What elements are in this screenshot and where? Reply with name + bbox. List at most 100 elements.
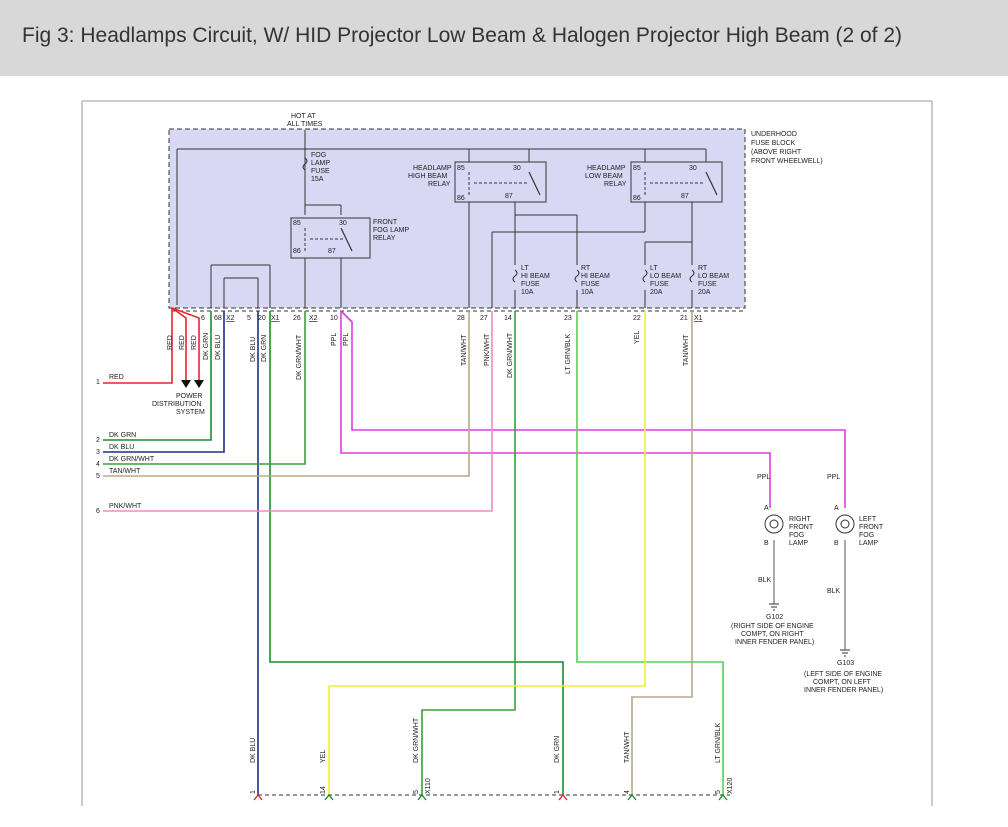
bottom-label-lt-grn-blk: LT GRN/BLK [715,722,722,763]
left-wire-label-5: TAN/WHT [109,468,141,475]
bottom-label-yel: YEL [320,750,327,763]
fuse-block-label-4: FRONT WHEELWELL) [751,158,823,165]
bottom-label-dk-grn-wht: DK GRN/WHT [413,717,420,763]
lo-relay-label-3: RELAY [604,181,627,188]
lt-lo-fuse-4: 20A [650,289,663,296]
bottom-label-dk-grn: DK GRN [554,736,561,763]
bottom-arrows [253,793,728,801]
fog-fuse-label-1: FOG [311,152,326,159]
title-bar [0,0,1008,76]
pin-10: 10 [330,315,338,322]
wire-label-red-3: RED [191,335,198,350]
bottom-num-14: 14 [320,786,327,794]
fog-relay-label-3: RELAY [373,235,396,242]
right-fog-label-4: LAMP [789,540,808,547]
pin-27: 27 [480,315,488,322]
wire-label-ppl-2: PPL [343,333,350,346]
hi-relay-label-2: HIGH BEAM [408,173,447,180]
pin-23: 23 [564,315,572,322]
fog-relay-label-2: FOG LAMP [373,227,410,234]
conn-x2-mid: X2 [309,315,318,322]
left-fog-label-4: LAMP [859,540,878,547]
right-fog-blk: BLK [758,577,772,584]
left-fog-ground-desc-2: COMPT, ON LEFT [813,679,872,686]
wire-label-dk-blu-2: DK BLU [250,337,257,362]
diagram-frame [81,100,933,806]
hot-label-2: ALL TIMES [287,121,323,128]
fog-fuse-label-2: LAMP [311,160,330,167]
right-fog-label-1: RIGHT [789,516,812,523]
wire-ppl-left [340,310,846,508]
left-wire-label-6: PNK/WHT [109,503,142,510]
wire-label-dk-grn-2: DK GRN [261,335,268,362]
left-fog-pin-b: B [834,540,839,547]
bottom-conn-x110: X110 [425,778,432,794]
left-fog-blk: BLK [827,588,841,595]
fuse-block-internal-wiring [176,130,707,308]
hi-relay-label-3: RELAY [428,181,451,188]
rt-hi-fuse-4: 10A [581,289,594,296]
bottom-label-dk-blu: DK BLU [250,738,257,763]
colored-wires [103,307,846,795]
lo-relay-pin-85: 85 [633,165,641,172]
wire-tan-wht [103,311,470,477]
ground-wires [773,540,846,650]
left-fog-ppl: PPL [827,474,840,481]
bottom-num-5: 5 [413,790,420,794]
left-fog-ground: G103 [837,660,854,667]
fuse-symbols [302,157,695,283]
rt-hi-fuse-2: HI BEAM [581,273,610,280]
lo-relay-pin-30: 30 [689,165,697,172]
fog-relay-pin-30: 30 [339,220,347,227]
left-fog-label-1: LEFT [859,516,877,523]
conn-x2-left: X2 [226,315,235,322]
rt-lo-fuse-1: RT [698,265,708,272]
wire-dk-grn [103,311,212,441]
right-fog-ground-desc-1: (RIGHT SIDE OF ENGINE [731,623,814,630]
left-fog-ground-desc-3: INNER FENDER PANEL) [804,687,883,694]
bottom-label-tan-wht: TAN/WHT [624,731,631,763]
right-fog-ppl: PPL [757,474,770,481]
right-fog-pin-a: A [764,505,769,512]
fuse-block-label-2: FUSE BLOCK [751,140,796,147]
pin-6: 6 [201,315,205,322]
wire-ppl-right [340,311,771,508]
wire-label-lt-grn-blk: LT GRN/BLK [565,333,572,374]
left-wire-num-1: 1 [96,379,100,386]
left-fog-ground-desc-1: (LEFT SIDE OF ENGINE [804,671,882,678]
wire-dk-grn-wht [103,311,306,465]
lt-hi-fuse-4: 10A [521,289,534,296]
power-dist-label-2: DISTRIBUTION [152,401,201,408]
wire-dk-blu [103,311,225,453]
bottom-num-5b: 5 [715,790,722,794]
wire-label-yel: YEL [634,331,641,344]
fog-relay-label-1: FRONT [373,219,398,226]
wire-tan-wht-bottom [631,311,693,795]
wire-red-3 [171,307,200,380]
fuse-block-label-3: (ABOVE RIGHT [751,149,802,156]
wire-label-dk-grn: DK GRN [203,333,210,360]
pin-26: 26 [293,315,301,322]
left-wire-num-3: 3 [96,449,100,456]
conn-x1-right: X1 [694,315,703,322]
bottom-conn-x120: X120 [727,778,734,794]
lt-hi-fuse-1: LT [521,265,529,272]
hi-relay-pin-30: 30 [513,165,521,172]
pin-28: 28 [457,315,465,322]
wire-label-red-1: RED [167,335,174,350]
pin-20: 20 [258,315,266,322]
relay-boxes [290,161,723,259]
lt-hi-fuse-2: HI BEAM [521,273,550,280]
power-dist-label-3: SYSTEM [176,409,205,416]
fog-fuse-label-4: 15A [311,176,324,183]
fog-relay-pin-86: 86 [293,248,301,255]
wire-label-dk-grn-wht: DK GRN/WHT [296,334,303,380]
lt-lo-fuse-2: LO BEAM [650,273,681,280]
pin-68: 68 [214,315,222,322]
fog-fuse-label-3: FUSE [311,168,330,175]
left-wire-label-3: DK BLU [109,444,134,451]
wire-label-dk-blu: DK BLU [215,335,222,360]
hi-relay-pin-86: 86 [457,195,465,202]
right-fog-label-2: FRONT [789,524,814,531]
power-distribution-arrows [181,380,204,388]
